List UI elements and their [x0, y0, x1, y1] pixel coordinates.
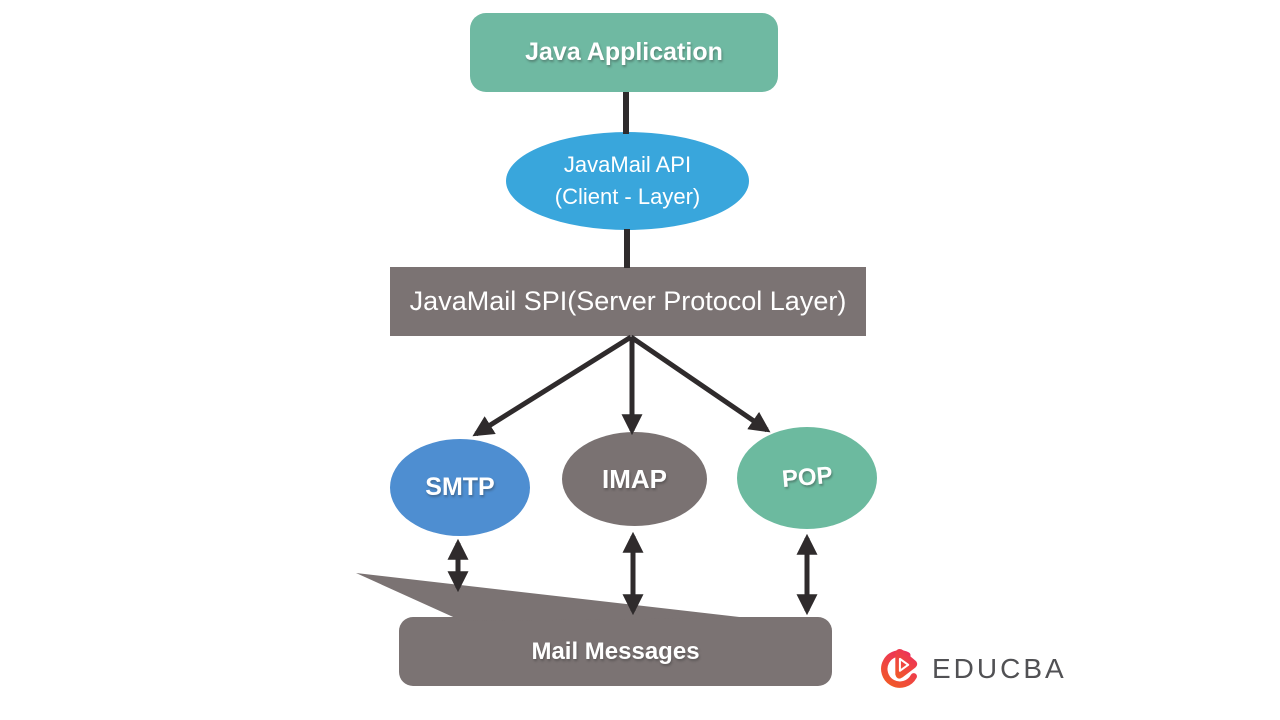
javamail-api-line2: (Client - Layer) [554, 184, 701, 209]
imap-label: IMAP [602, 463, 667, 494]
educba-logo-icon [881, 648, 918, 688]
educba-logo-text: EDUCBA [932, 653, 1067, 684]
javamail-spi-label: JavaMail SPI(Server Protocol Layer) [409, 286, 847, 316]
node-pop: POP [737, 427, 877, 529]
educba-logo: EDUCBA [876, 644, 1067, 694]
node-mail-messages: Mail Messages [399, 617, 832, 686]
node-javamail-spi: JavaMail SPI(Server Protocol Layer) [390, 267, 866, 336]
smtp-label: SMTP [425, 473, 495, 501]
pop-label: POP [780, 461, 834, 494]
node-java-application: Java Application [470, 13, 778, 92]
edge-spi-to-smtp-arrow [472, 334, 633, 437]
node-imap: IMAP [562, 432, 707, 526]
edge-spi-to-pop-arrow [629, 334, 771, 433]
java-application-label: Java Application [525, 38, 723, 66]
mail-messages-tail [356, 573, 748, 621]
node-smtp: SMTP [390, 439, 530, 536]
node-javamail-api: JavaMail API (Client - Layer) [506, 132, 749, 230]
mail-messages-label: Mail Messages [531, 637, 700, 665]
javamail-api-line1: JavaMail API [563, 152, 692, 177]
